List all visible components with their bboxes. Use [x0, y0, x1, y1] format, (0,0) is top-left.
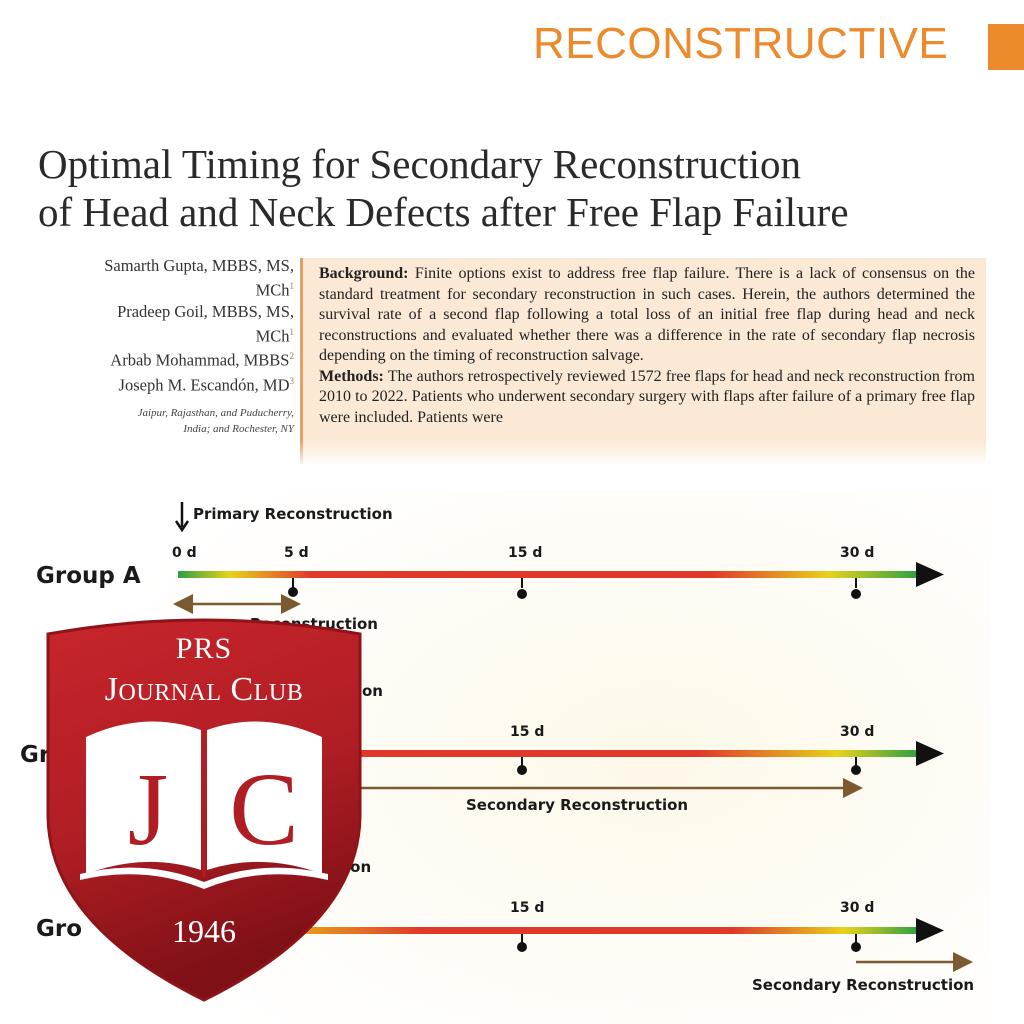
author-3: Arbab Mohammad, MBBS2 — [40, 346, 294, 371]
group-c-timeline-bar — [300, 927, 918, 934]
badge-initial-c: C — [229, 752, 298, 867]
author-1: Samarth Gupta, MBBS, MS, MCh1 — [40, 255, 294, 301]
partial-label-1: on — [362, 682, 383, 700]
background-text: Finite options exist to address free fla… — [319, 265, 976, 364]
badge-journal-club: Journal Club — [105, 671, 303, 708]
author-list: Samarth Gupta, MBBS, MS, MCh1 Pradeep Go… — [40, 255, 294, 437]
group-b-timeline-bar — [340, 750, 918, 757]
group-c-dot-15 — [517, 942, 527, 952]
group-b-tick-30d: 30 d — [840, 724, 874, 740]
background-label: Background: — [319, 265, 409, 282]
badge-prs: PRS — [176, 632, 232, 665]
book-base-icon — [80, 867, 328, 889]
tick-dot-30d — [851, 589, 861, 599]
section-marker — [988, 24, 1024, 70]
tick-dot-15d — [517, 589, 527, 599]
author-affil-mark: 1 — [289, 326, 295, 337]
author-affil-mark: 1 — [289, 281, 295, 291]
book-right-page-icon — [207, 721, 322, 874]
author-degree: MCh — [255, 280, 290, 300]
section-tag: RECONSTRUCTIVE — [533, 19, 949, 68]
book-left-page-icon — [86, 721, 201, 874]
group-b-dot-15 — [517, 765, 527, 775]
tick-label-5d: 5 d — [284, 545, 309, 561]
abstract-text: Background: Finite options exist to addr… — [319, 264, 975, 428]
author-name: Arbab Mohammad, MBBS — [110, 350, 290, 370]
prs-journal-club-badge: PRS Journal Club J C 1946 — [40, 612, 368, 1004]
author-affil-mark: 2 — [289, 351, 295, 361]
badge-initial-j: J — [128, 752, 168, 867]
title-line-1: Optimal Timing for Secondary Reconstruct… — [38, 141, 801, 187]
figure-fade — [0, 440, 1024, 480]
primary-arrowhead-icon — [174, 520, 190, 533]
tick-label-0d: 0 d — [172, 545, 197, 561]
group-a-label: Group A — [36, 563, 141, 589]
badge-year: 1946 — [172, 913, 236, 949]
badge-shield-icon: PRS Journal Club J C 1946 — [46, 618, 362, 1002]
author-affil-mark: 3 — [289, 375, 295, 386]
author-name: Pradeep Goil, MBBS, MS, — [117, 301, 294, 321]
group-b-arrowhead-icon — [916, 741, 944, 766]
group-c-tick-15d: 15 d — [510, 900, 544, 916]
methods-text: The authors retrospectively reviewed 157… — [319, 367, 975, 426]
article-title: Optimal Timing for Secondary Reconstruct… — [38, 140, 1008, 236]
author-degree: MCh — [255, 326, 290, 345]
group-a-timeline-bar — [178, 571, 918, 578]
group-c-tick-30d: 30 d — [840, 900, 874, 916]
group-a-arrowhead-icon — [916, 562, 944, 587]
group-b-tick-15d: 15 d — [510, 724, 544, 740]
tick-label-15d: 15 d — [508, 545, 542, 561]
tick-label-30d: 30 d — [840, 545, 874, 561]
tick-dot-5d — [288, 587, 298, 597]
author-4: Joseph M. Escandón, MD3 — [40, 371, 294, 396]
author-name: Joseph M. Escandón, MD — [118, 375, 290, 394]
group-b-dot-30 — [851, 765, 861, 775]
affiliation-line-1: Jaipur, Rajasthan, and Puducherry, — [137, 407, 294, 419]
methods-label: Methods: — [319, 367, 384, 385]
title-line-2: of Head and Neck Defects after Free Flap… — [38, 189, 849, 235]
group-c-secondary-label: Secondary Reconstruction — [752, 976, 974, 994]
group-c-dot-30 — [851, 942, 861, 952]
author-2: Pradeep Goil, MBBS, MS, MCh1 — [40, 301, 294, 347]
affiliation: Jaipur, Rajasthan, and Puducherry, India… — [40, 405, 294, 437]
affiliation-line-2: India; and Rochester, NY — [183, 423, 294, 435]
author-name: Samarth Gupta, MBBS, MS, — [104, 256, 294, 275]
group-c-arrowhead-icon — [916, 918, 944, 943]
group-c-label: Gro — [36, 916, 82, 942]
group-b-secondary-label: Secondary Reconstruction — [466, 796, 688, 814]
abstract-box: Background: Finite options exist to addr… — [300, 258, 986, 464]
primary-reconstruction-label: Primary Reconstruction — [193, 505, 393, 523]
